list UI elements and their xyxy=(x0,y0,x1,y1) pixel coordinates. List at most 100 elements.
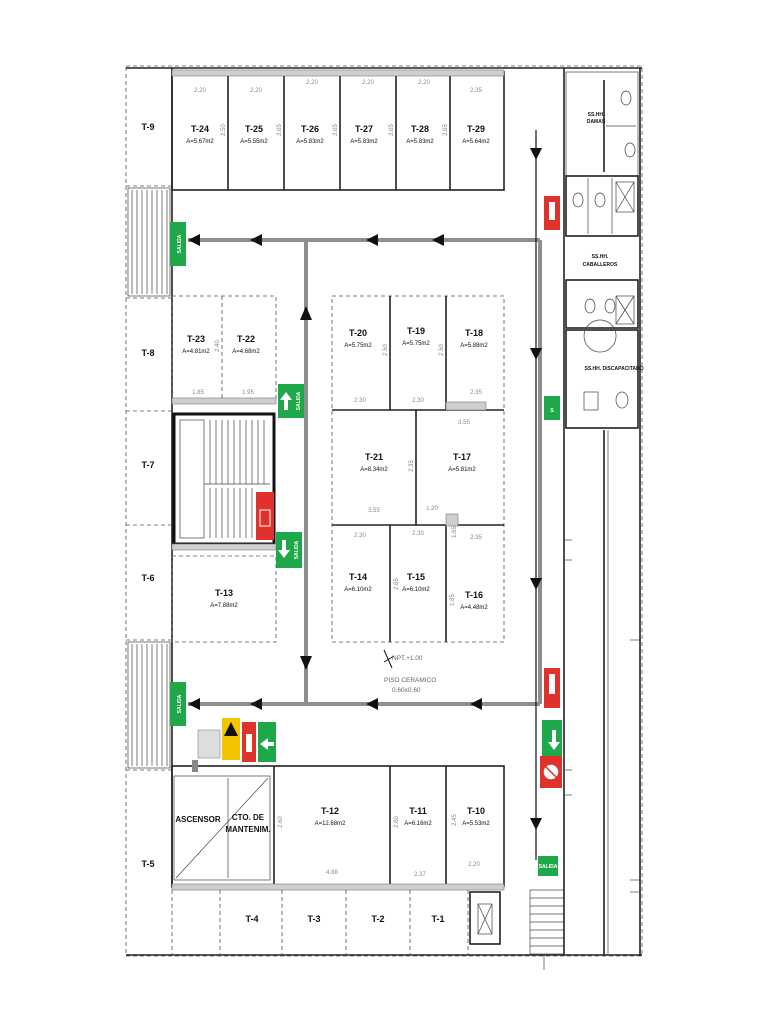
area-t27: A=5.83m2 xyxy=(350,139,378,145)
label-t17: T-17 xyxy=(453,452,471,462)
label-t23: T-23 xyxy=(187,334,205,344)
label-t20: T-20 xyxy=(349,328,367,338)
label-t9: T-9 xyxy=(141,122,154,132)
area-t26: A=5.83m2 xyxy=(296,139,324,145)
level-marker xyxy=(383,649,395,669)
svg-text:S: S xyxy=(550,408,554,414)
label-t27: T-27 xyxy=(355,124,373,134)
label-damas-1: SS.HH. xyxy=(588,112,605,118)
label-t2: T-2 xyxy=(371,914,384,924)
svg-text:SALIDA: SALIDA xyxy=(296,391,302,410)
area-t14: A=6.10m2 xyxy=(344,587,372,593)
vdim-12: 2.60 xyxy=(278,816,284,828)
label-t1: T-1 xyxy=(431,914,444,924)
area-t15: A=6.10m2 xyxy=(402,587,430,593)
svg-text:SALIDA: SALIDA xyxy=(539,864,558,870)
extinguisher-sign-bottom-right xyxy=(544,668,560,708)
stairwell xyxy=(171,412,277,551)
dim-t21: 3.55 xyxy=(368,508,380,514)
salida-arrow-left-sign xyxy=(258,722,276,762)
stairs-left-bottom xyxy=(127,641,171,769)
vdim-1: 2.50 xyxy=(221,124,227,136)
label-t8: T-8 xyxy=(141,348,154,358)
aforo-placard xyxy=(192,729,221,772)
bottom-strip xyxy=(171,890,501,955)
label-t14: T-14 xyxy=(349,572,367,582)
block-t23-t22 xyxy=(171,295,277,405)
vdim-2: 2.65 xyxy=(277,124,283,136)
area-t20: A=5.75m2 xyxy=(344,343,372,349)
vdim-3: 2.65 xyxy=(333,124,339,136)
vdim-11: 1.85 xyxy=(450,594,456,606)
label-t18: T-18 xyxy=(465,328,483,338)
stairs-left-top xyxy=(127,187,171,297)
label-t29: T-29 xyxy=(467,124,485,134)
plan-boundary xyxy=(125,65,643,957)
dim-t26: 2.20 xyxy=(306,80,318,86)
dim-t12: 4.88 xyxy=(326,870,338,876)
dim-t14: 2.30 xyxy=(354,533,366,539)
route-arrows xyxy=(188,148,542,830)
label-t12: T-12 xyxy=(321,806,339,816)
label-t11: T-11 xyxy=(409,806,427,816)
restrooms xyxy=(565,71,639,429)
area-t22: A=4.68m2 xyxy=(232,349,260,355)
label-ascensor: ASCENSOR xyxy=(175,815,221,824)
label-t10: T-10 xyxy=(467,806,485,816)
vdim-15: 1.65 xyxy=(452,526,458,538)
dim-t20: 2.30 xyxy=(354,398,366,404)
vdim-5: 2.65 xyxy=(443,124,449,136)
label-t19: T-19 xyxy=(407,326,425,336)
vdim-13: 2.60 xyxy=(394,816,400,828)
dim-t19: 2.30 xyxy=(412,398,424,404)
area-t21: A=8.34m2 xyxy=(360,467,388,473)
dim-t27: 2.20 xyxy=(362,80,374,86)
area-t16: A=4.48m2 xyxy=(460,605,488,611)
label-t6: T-6 xyxy=(141,573,154,583)
label-caballeros-1: SS.HH. xyxy=(592,254,609,260)
area-t17: A=5.81m2 xyxy=(448,467,476,473)
area-t29: A=5.64m2 xyxy=(462,139,490,145)
dim-t29: 2.35 xyxy=(470,88,482,94)
salida-sign-left-top: SALIDA xyxy=(170,222,186,266)
label-t28: T-28 xyxy=(411,124,429,134)
label-cto-1: CTO. DE xyxy=(232,813,265,822)
dim-t22: 1.95 xyxy=(242,390,254,396)
label-t25: T-25 xyxy=(245,124,263,134)
central-island xyxy=(331,295,505,643)
salida-sign-bottom-right: SALIDA xyxy=(538,856,558,876)
label-piso-1: PISO CERAMICO xyxy=(384,677,436,684)
dim-t10: 2.20 xyxy=(468,862,480,868)
area-t12: A=12.68m2 xyxy=(315,821,347,827)
dim-t15: 2.30 xyxy=(412,531,424,537)
bottom-shop-row xyxy=(171,765,505,891)
extinguisher-sign-bottom-left xyxy=(242,722,256,762)
area-t10: A=5.53m2 xyxy=(462,821,490,827)
dim-t11: 2.37 xyxy=(414,872,426,878)
area-t11: A=6.16m2 xyxy=(404,821,432,827)
svg-text:SALIDA: SALIDA xyxy=(177,234,183,253)
vdim-8: 2.50 xyxy=(439,344,445,356)
extinguisher-sign-top-right xyxy=(544,196,560,230)
vdim-9: 2.35 xyxy=(409,460,415,472)
vdim-10: 2.65 xyxy=(394,578,400,590)
label-t16: T-16 xyxy=(465,590,483,600)
area-t23: A=4.81m2 xyxy=(182,349,210,355)
dim-t28: 2.20 xyxy=(418,80,430,86)
area-t18: A=5.88m2 xyxy=(460,343,488,349)
label-piso-2: 0.60x0.60 xyxy=(392,687,421,694)
dim-t17-bottom: 1.20 xyxy=(426,506,438,512)
dim-t18: 2.35 xyxy=(470,390,482,396)
label-t5: T-5 xyxy=(141,859,154,869)
area-t25: A=5.55m2 xyxy=(240,139,268,145)
dim-t17-top: 3.55 xyxy=(458,420,470,426)
label-t22: T-22 xyxy=(237,334,255,344)
label-npt: NPT.+1.00 xyxy=(392,655,423,662)
s-sign-right: S xyxy=(544,396,560,420)
area-t13: A=7.88m2 xyxy=(210,603,238,609)
shop-outline-t13 xyxy=(171,555,277,643)
label-t15: T-15 xyxy=(407,572,425,582)
salida-sign-right-down xyxy=(542,720,562,756)
top-shop-row xyxy=(171,69,505,191)
